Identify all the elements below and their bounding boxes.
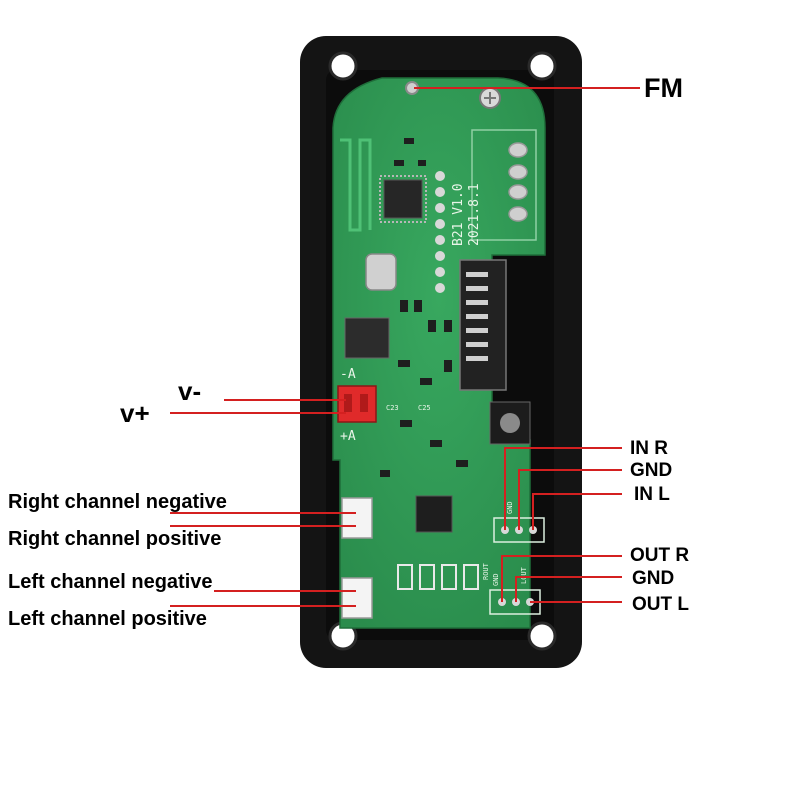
silk-c25: C25 [418,404,431,412]
leader-gnd-out [515,576,622,602]
label-right-negative: Right channel negative [8,491,227,513]
silk-gnd-out: GND [492,573,500,586]
leader-in-l [532,493,622,530]
label-fm: FM [644,73,683,103]
silk-plus: +A [340,429,356,444]
mount-hole-top-left [328,51,358,81]
label-right-positive: Right channel positive [8,528,222,550]
label-v-plus: v+ [120,398,150,428]
label-left-positive: Left channel positive [8,608,207,630]
label-out-r: OUT R [630,545,690,566]
bt-chip [383,179,423,219]
label-in-l: IN L [634,484,670,505]
crystal [365,253,397,291]
left-speaker-connector [341,577,373,619]
silk-rout: ROUT [482,562,490,580]
label-in-r: IN R [630,438,668,459]
header-pins [435,171,445,293]
silk-c23: C23 [386,404,399,412]
label-out-l: OUT L [632,594,689,615]
right-speaker-connector [341,497,373,539]
leader-gnd-in [518,469,622,530]
amplifier-chip [415,495,453,533]
mount-hole-bottom-right [527,621,557,651]
label-left-negative: Left channel negative [8,571,213,593]
silk-lout: LOUT [520,566,528,584]
label-v-minus: v- [178,376,202,406]
silk-date: 2021.8.1 [467,183,482,246]
label-gnd-out: GND [632,568,675,589]
power-connector [337,385,377,423]
silk-minus: -A [340,367,356,382]
silk-gnd-in: GND [506,501,514,514]
antenna-trace [340,138,372,232]
regulator [344,317,390,359]
label-gnd-in: GND [630,460,673,481]
leader-in-r [504,447,622,530]
mount-hole-top-right [527,51,557,81]
leader-out-r [501,555,622,602]
sd-card-slot [459,259,507,391]
silk-model: B21 V1.0 [451,183,466,246]
